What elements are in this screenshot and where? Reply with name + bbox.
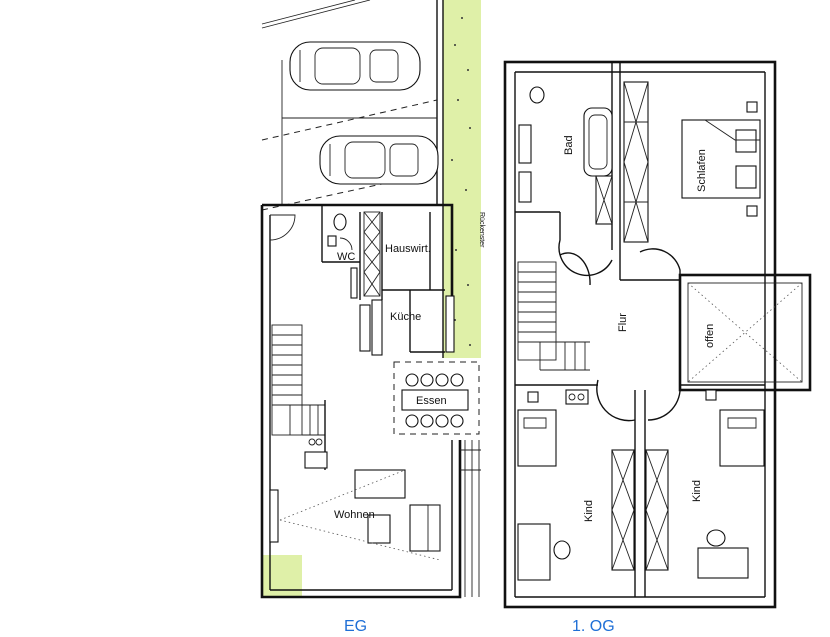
room-label-bad: Bad bbox=[563, 135, 575, 155]
car-icon bbox=[319, 135, 439, 185]
room-label-wc: WC bbox=[337, 251, 355, 263]
room-label-schlafen: Schlafen bbox=[696, 149, 708, 192]
eg-floor-plan bbox=[260, 0, 481, 599]
room-label-offen: offen bbox=[704, 324, 716, 348]
room-label-wohnen: Wohnen bbox=[334, 509, 375, 521]
room-label-kind-right: Kind bbox=[691, 480, 703, 502]
car-icon bbox=[289, 41, 421, 91]
room-label-kind-left: Kind bbox=[583, 500, 595, 522]
og-floor-plan bbox=[503, 60, 812, 609]
room-label-flur: Flur bbox=[617, 313, 629, 332]
caption-og: 1. OG bbox=[572, 618, 615, 635]
room-label-kueche: Küche bbox=[390, 311, 421, 323]
room-label-essen: Essen bbox=[416, 395, 447, 407]
room-label-hauswirt: Hauswirt. bbox=[385, 243, 431, 255]
strip-label: Rückenster bbox=[478, 212, 485, 248]
caption-eg: EG bbox=[344, 618, 368, 635]
